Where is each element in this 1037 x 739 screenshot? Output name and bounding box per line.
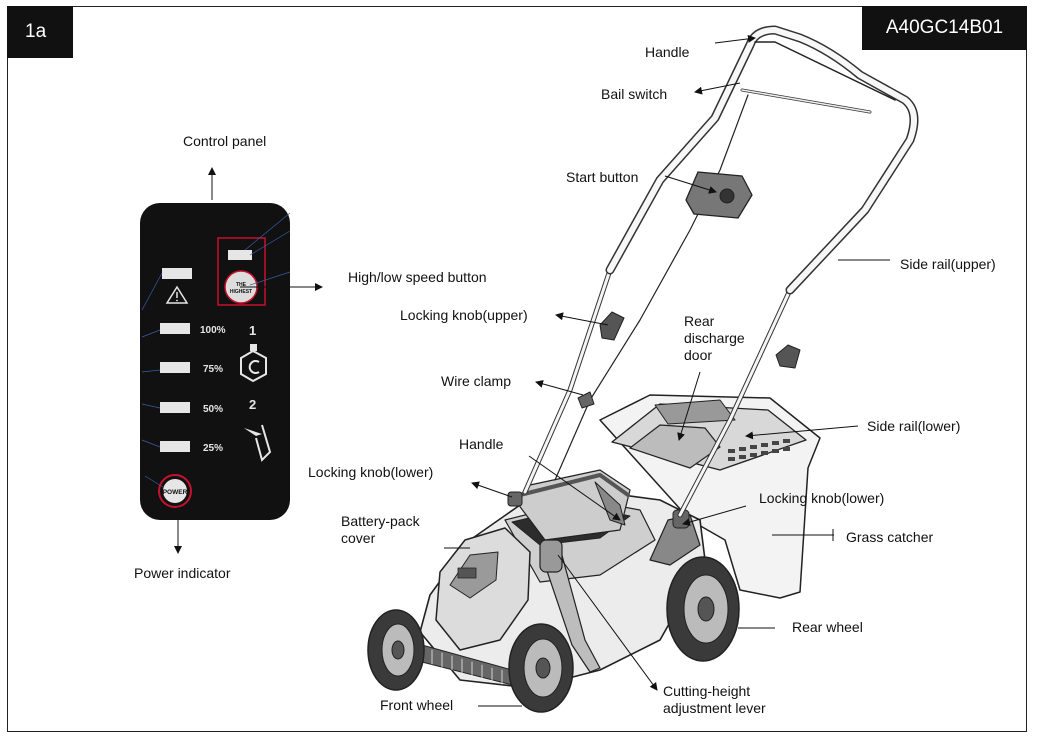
label-power-indicator: Power indicator [134, 565, 231, 581]
grass-blade-icon [244, 424, 272, 462]
level-label-50: 50% [203, 404, 223, 415]
leader-lines [174, 34, 890, 707]
fault-led [162, 268, 192, 279]
label-wire-clamp: Wire clamp [441, 373, 512, 389]
level-led-25 [160, 441, 190, 452]
label-locking-knob-lower-right: Locking knob(lower) [759, 490, 885, 506]
speed-button-text-bottom: HIGHEST [230, 289, 252, 295]
label-front-wheel: Front wheel [380, 697, 454, 713]
label-battery-pack-cover: Battery-pack cover [341, 513, 420, 546]
lawn-mower-illustration [367, 25, 919, 713]
power-button-label: POWER [163, 489, 188, 496]
figure-label: 1a [7, 6, 73, 58]
level-label-100: 100% [200, 325, 226, 336]
power-button-icon [163, 479, 187, 503]
level-led-100 [160, 323, 190, 334]
label-side-rail-lower: Side rail(lower) [867, 418, 961, 434]
label-rear-discharge-door: Rear discharge door [684, 313, 745, 363]
label-locking-knob-lower-left: Locking knob(lower) [308, 464, 434, 480]
rear-wheel [666, 556, 740, 662]
label-high-low-speed-button: High/low speed button [348, 269, 487, 285]
label-locking-knob-upper: Locking knob(upper) [400, 307, 528, 323]
label-side-rail-upper: Side rail(upper) [900, 256, 996, 272]
speed-mode-1: 1 [249, 323, 256, 338]
power-ring [158, 474, 192, 508]
label-bail-switch: Bail switch [601, 86, 668, 102]
level-label-75: 75% [203, 364, 223, 375]
warning-icon [165, 285, 189, 304]
level-label-25: 25% [203, 443, 223, 454]
label-grass-catcher: Grass catcher [846, 529, 934, 545]
label-control-panel: Control panel [183, 133, 267, 149]
speed-button-text-top: THE [236, 282, 247, 288]
figure-frame [7, 6, 1027, 732]
label-rear-wheel: Rear wheel [792, 619, 863, 635]
speed-mode-icon [240, 344, 267, 383]
level-led-75 [160, 362, 190, 373]
control-panel: THE HIGHEST 100% 75% 50% 25% 1 2 POWER [140, 203, 291, 520]
model-number: A40GC14B01 [862, 6, 1027, 50]
label-handle-lower: Handle [459, 436, 504, 452]
front-wheel-left [367, 609, 425, 691]
label-cutting-height-lever: Cutting-height adjustment lever [663, 683, 766, 716]
label-handle-top: Handle [645, 44, 690, 60]
level-led-50 [160, 402, 190, 413]
label-start-button: Start button [566, 169, 639, 185]
front-wheel-right [508, 623, 574, 713]
speed-mode-2: 2 [249, 397, 256, 412]
